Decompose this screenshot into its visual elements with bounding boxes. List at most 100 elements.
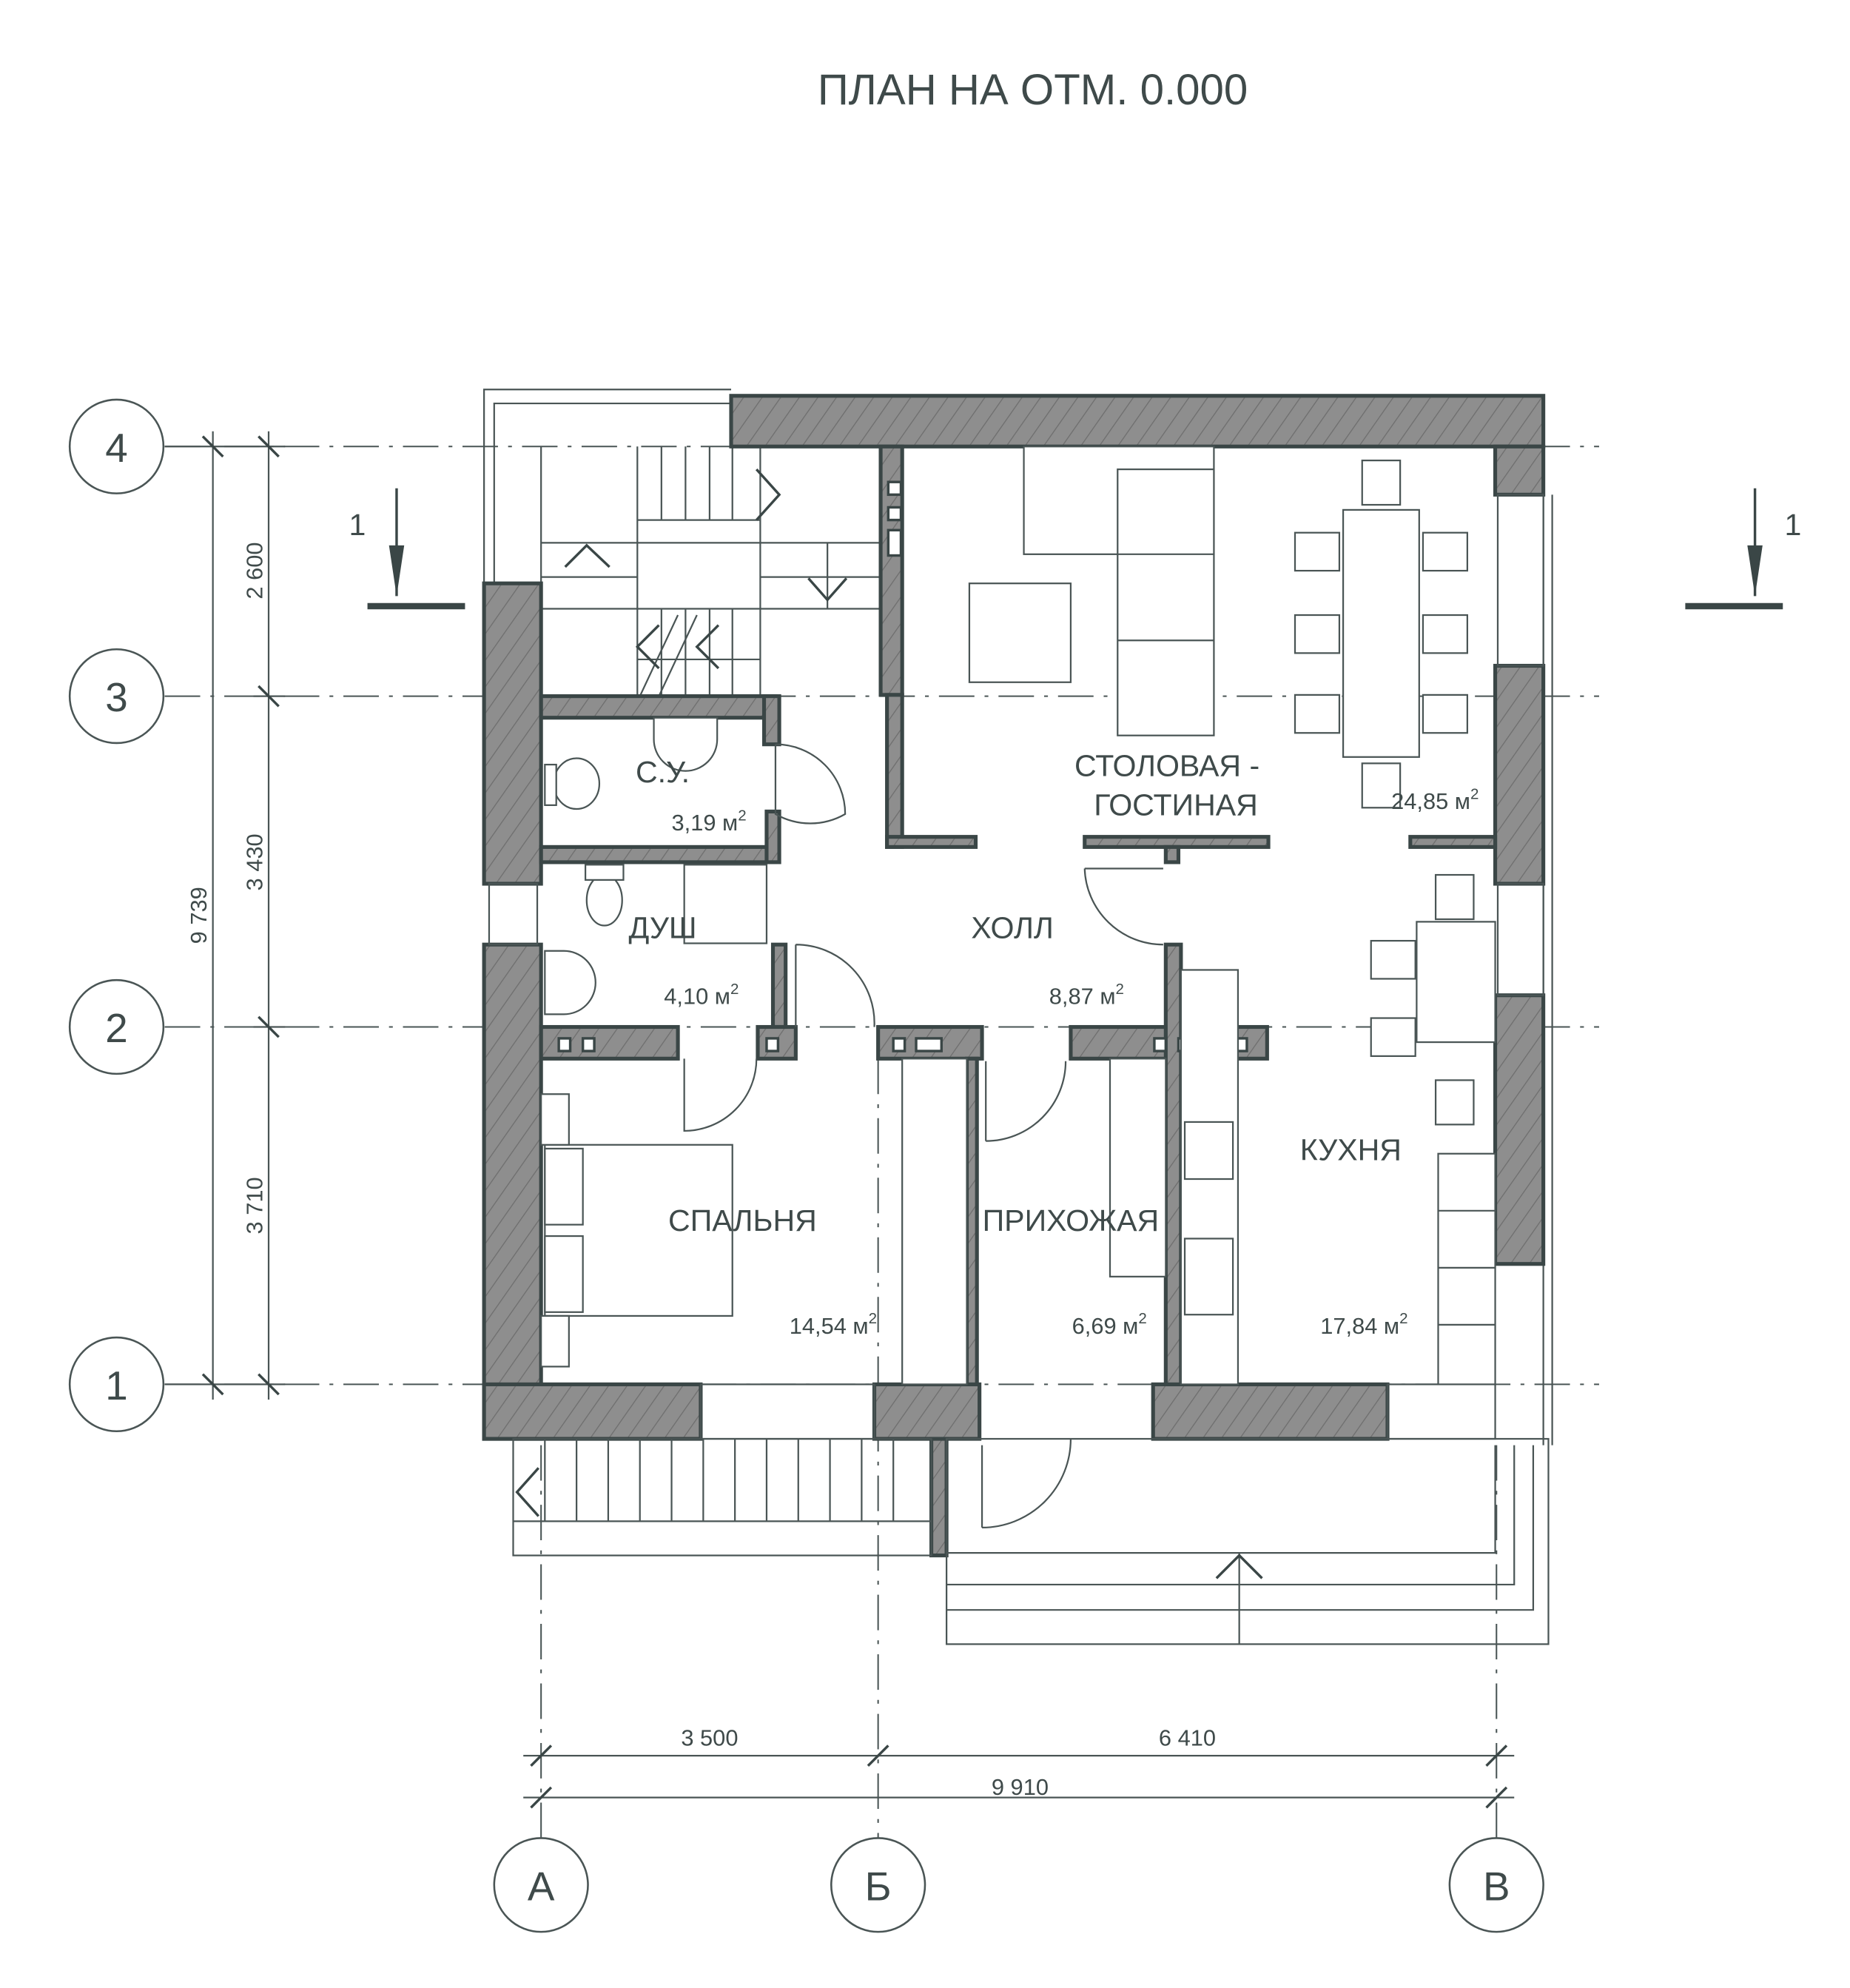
chair — [1422, 531, 1468, 572]
stair-arrow-icon — [635, 624, 660, 670]
chair — [1434, 873, 1475, 921]
chair — [1361, 762, 1402, 809]
wall-left-1 — [482, 581, 543, 886]
svg-text:Б: Б — [865, 1863, 892, 1909]
svg-text:В: В — [1483, 1863, 1510, 1909]
chair — [1370, 1017, 1416, 1058]
staircase — [540, 446, 881, 697]
svg-text:14,54 м2: 14,54 м2 — [790, 1310, 877, 1339]
svg-text:СПАЛЬНЯ: СПАЛЬНЯ — [668, 1203, 817, 1238]
wall-dush-right-2 — [770, 942, 788, 1030]
chair — [1361, 459, 1402, 506]
room-entrance-hall: ПРИХОЖАЯ 6,69 м2 — [983, 1203, 1160, 1339]
door-dush — [795, 944, 875, 1027]
wall-kitchen-left — [1163, 942, 1183, 1386]
svg-text:24,85 м2: 24,85 м2 — [1391, 785, 1479, 814]
chair — [1294, 614, 1341, 654]
svg-text:4,10 м2: 4,10 м2 — [664, 981, 739, 1010]
axis-bubble-1: 1 — [68, 1336, 165, 1433]
vertical-dimensions: 2 600 3 430 3 710 9 739 — [164, 431, 286, 1400]
stair-arrow-icon — [564, 543, 610, 568]
svg-text:17,84 м2: 17,84 м2 — [1320, 1310, 1407, 1339]
toilet-tank — [584, 864, 625, 881]
chair — [1434, 1079, 1475, 1126]
svg-text:ГОСТИНАЯ: ГОСТИНАЯ — [1094, 788, 1258, 822]
svg-text:ДУШ: ДУШ — [629, 911, 697, 945]
wall-left-2 — [482, 942, 543, 1441]
toilet-tank — [544, 763, 557, 806]
window — [699, 1383, 875, 1440]
windows — [488, 494, 1544, 1440]
horizontal-dimensions: 3 500 6 410 9 910 — [523, 1725, 1515, 1809]
kitchen-table — [1416, 921, 1496, 1044]
wall-bottom-3 — [1151, 1382, 1390, 1441]
dim-6410: 6 410 — [1159, 1725, 1216, 1750]
toilet — [553, 757, 601, 810]
wardrobe — [901, 1058, 968, 1386]
window — [1496, 494, 1544, 667]
svg-text:ПРИХОЖАЯ: ПРИХОЖАЯ — [983, 1203, 1160, 1238]
toilet — [585, 873, 623, 927]
svg-text:А: А — [528, 1863, 555, 1909]
furniture — [540, 446, 1496, 1386]
wall-right-2 — [1493, 663, 1546, 886]
room-living-dining: СТОЛОВАЯ - ГОСТИНАЯ 24,85 м2 — [1074, 748, 1479, 822]
svg-text:4: 4 — [105, 425, 127, 471]
chair — [1294, 531, 1341, 572]
pillow — [544, 1147, 584, 1226]
window — [1386, 1383, 1496, 1440]
axis-bubble-4: 4 — [68, 398, 165, 494]
stair-arrow-icon — [807, 577, 848, 602]
window — [1496, 882, 1544, 996]
entrance-arrow-icon — [1215, 1554, 1263, 1579]
wall-su-dush — [539, 844, 778, 864]
room-shower: ДУШ 4,10 м2 — [629, 911, 739, 1010]
svg-text:3: 3 — [105, 674, 127, 720]
axis-bubble-2: 2 — [68, 978, 165, 1075]
wall-living-bottom-1 — [885, 835, 978, 849]
wall-axis2-2 — [756, 1024, 798, 1061]
wall-porch — [929, 1437, 949, 1558]
shower-tray — [683, 864, 768, 944]
wall-axis2-1 — [539, 1024, 680, 1061]
walls — [482, 394, 1546, 1558]
door-prihozhaya — [985, 1061, 1067, 1142]
window — [488, 882, 539, 946]
door-entrance — [980, 1439, 1072, 1529]
stair-arrow-icon — [755, 468, 781, 521]
wall-living-stub — [1163, 844, 1181, 864]
dim-2600: 2 600 — [241, 543, 267, 600]
dim-9739: 9 739 — [186, 887, 212, 944]
svg-text:1: 1 — [349, 508, 366, 542]
sink — [1183, 1238, 1234, 1316]
room-hall: ХОЛЛ 8,87 м2 — [971, 911, 1124, 1010]
wall-su-top — [539, 694, 778, 720]
section-mark-right: 1 — [1685, 488, 1802, 610]
chair — [1370, 939, 1416, 980]
svg-text:КУХНЯ: КУХНЯ — [1300, 1132, 1402, 1166]
svg-text:1: 1 — [105, 1363, 127, 1408]
wall-su-right — [761, 694, 781, 747]
nightstand — [540, 1093, 570, 1146]
washbasin — [653, 716, 719, 772]
room-bedroom: СПАЛЬНЯ 14,54 м2 — [668, 1203, 877, 1339]
axis-bubble-b: Б — [830, 1837, 926, 1933]
dim-3430: 3 430 — [241, 833, 267, 890]
wardrobe — [1109, 1058, 1167, 1277]
door-bedroom — [683, 1058, 758, 1132]
porch — [512, 1437, 1550, 1645]
dim-3500: 3 500 — [681, 1725, 738, 1750]
axis-bubble-a: А — [493, 1837, 589, 1933]
svg-text:3,19 м2: 3,19 м2 — [672, 807, 747, 836]
svg-text:8,87 м2: 8,87 м2 — [1049, 981, 1124, 1010]
door-su — [774, 743, 847, 825]
axis-bubble-3: 3 — [68, 648, 165, 745]
doors — [683, 743, 1163, 1529]
stair-arrow-icon — [695, 624, 720, 670]
svg-text:1: 1 — [1785, 508, 1802, 542]
section-mark-left: 1 — [349, 488, 465, 610]
wall-living-bottom-3 — [1408, 835, 1498, 849]
room-wc: С.У. 3,19 м2 — [636, 755, 747, 836]
nightstand — [540, 1314, 570, 1368]
